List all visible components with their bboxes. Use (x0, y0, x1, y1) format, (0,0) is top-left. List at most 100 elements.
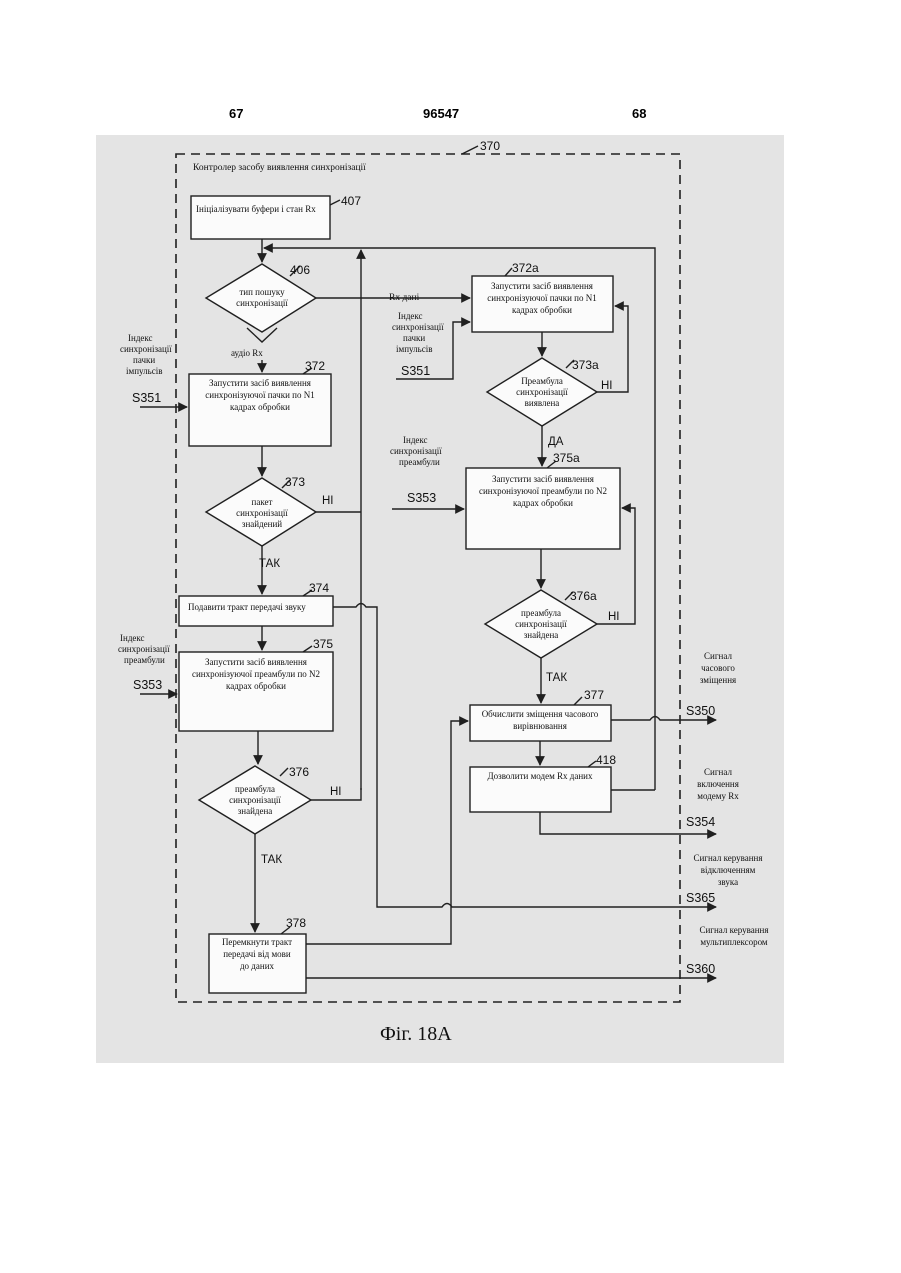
b374-text-1: Подавити тракт передачі звуку (188, 602, 306, 612)
b372a-text-2: синхронізуючої пачки по N1 (487, 293, 596, 303)
b377-text-2: вирівнювання (513, 721, 567, 731)
ref-407: 407 (341, 194, 361, 208)
leader-407 (330, 200, 340, 205)
d406-text-2: синхронізації (236, 298, 288, 308)
s351-left-label-1: Індекс (128, 333, 153, 343)
b372-text-2: синхронізуючої пачки по N1 (205, 390, 314, 400)
b378-text-1: Перемкнути тракт (222, 937, 292, 947)
s350-label-2: часового (701, 663, 735, 673)
signal-s351-left: S351 (132, 391, 161, 405)
label-audio-rx: аудіо Rx (231, 348, 263, 358)
s351-left-label-2: синхронізації (120, 344, 172, 354)
leader-376 (280, 768, 288, 776)
label-376-no: НІ (330, 786, 342, 798)
s360-label-1: Сигнал керування (699, 925, 768, 935)
d376-text-3: знайдена (238, 806, 273, 816)
s353-right-label-1: Індекс (403, 435, 428, 445)
label-376a-yes: ТАК (546, 672, 567, 684)
ref-372: 372 (305, 359, 325, 373)
box-init-buffers-text-1: Ініціалізувати буфери і стан Rx (196, 204, 316, 214)
s354-label-2: включення (697, 779, 739, 789)
d373-text-1: пакет (252, 497, 273, 507)
ref-418: 418 (596, 753, 616, 767)
b375-text-3: кадрах обробки (226, 681, 286, 691)
ref-373a: 373а (572, 358, 599, 372)
s360-label-2: мультиплексором (700, 937, 768, 947)
d373a-text-3: виявлена (525, 398, 560, 408)
container-title: Контролер засобу виявлення синхронізації (193, 162, 366, 173)
leader-377 (574, 697, 582, 705)
leader-418 (588, 761, 596, 767)
ref-375: 375 (313, 637, 333, 651)
signal-s365: S365 (686, 891, 715, 905)
s350-label-1: Сигнал (704, 651, 732, 661)
b377-text-1: Обчислити зміщення часового (482, 709, 599, 719)
ref-372a: 372а (512, 261, 539, 275)
b375-text-2: синхронізуючої преамбули по N2 (192, 669, 320, 679)
box-init-buffers (191, 196, 330, 239)
b372-text-3: кадрах обробки (230, 402, 290, 412)
s351-right-label-1: Індекс (398, 311, 423, 321)
d373-text-3: знайдений (242, 519, 282, 529)
d406-text-1: тип пошуку (239, 287, 285, 297)
ref-375a: 375а (553, 451, 580, 465)
s365-label-2: відключенням (701, 865, 756, 875)
ref-406: 406 (290, 263, 310, 277)
label-373a-yes: ДА (548, 436, 564, 448)
label-373-yes: ТАК (259, 558, 280, 570)
s365-label-1: Сигнал керування (693, 853, 762, 863)
b418-text-1: Дозволити модем Rx даних (488, 771, 593, 781)
signal-s354: S354 (686, 815, 715, 829)
b372-text-1: Запустити засіб виявлення (209, 378, 311, 388)
ref-376: 376 (289, 765, 309, 779)
s350-label-3: зміщення (700, 675, 736, 685)
ref-378: 378 (286, 916, 306, 930)
b375a-text-3: кадрах обробки (513, 498, 573, 508)
s353-left-label-3: преамбули (124, 655, 165, 665)
signal-s351-right: S351 (401, 364, 430, 378)
label-rx-data: Rx дані (389, 293, 420, 303)
s354-label-1: Сигнал (704, 767, 732, 777)
ref-374: 374 (309, 581, 329, 595)
s353-left-label-2: синхронізації (118, 644, 170, 654)
ref-377: 377 (584, 688, 604, 702)
d376a-text-1: преамбула (521, 608, 561, 618)
signal-s353-right: S353 (407, 491, 436, 505)
b378-text-2: передачі від мови (223, 949, 291, 959)
figure-caption: Фіг. 18А (380, 1023, 452, 1045)
leader-370 (462, 146, 478, 154)
signal-s353-left: S353 (133, 678, 162, 692)
leader-372a (505, 268, 512, 276)
s351-right-label-3: пачки (403, 333, 425, 343)
s351-right-label-2: синхронізації (392, 322, 444, 332)
s351-left-label-4: імпульсів (126, 366, 162, 376)
ref-370: 370 (480, 139, 500, 153)
label-373a-no: НІ (601, 380, 613, 392)
b375a-text-1: Запустити засіб виявлення (492, 474, 594, 484)
d376a-text-2: синхронізації (515, 619, 567, 629)
b372a-text-3: кадрах обробки (512, 305, 572, 315)
s353-left-label-1: Індекс (120, 633, 145, 643)
s353-right-label-2: синхронізації (390, 446, 442, 456)
label-376a-no: НІ (608, 611, 620, 623)
s354-label-3: модему Rx (697, 791, 739, 801)
d376a-text-3: знайдена (524, 630, 559, 640)
ref-376a: 376а (570, 589, 597, 603)
b375-text-1: Запустити засіб виявлення (205, 657, 307, 667)
ref-373: 373 (285, 475, 305, 489)
b378-text-3: до даних (240, 961, 275, 971)
s353-right-label-3: преамбули (399, 457, 440, 467)
b375a-text-2: синхронізуючої преамбули по N2 (479, 486, 607, 496)
label-373-no: НІ (322, 495, 334, 507)
leader-375 (303, 646, 312, 652)
signal-s360: S360 (686, 962, 715, 976)
d373a-text-1: Преамбула (521, 376, 563, 386)
d376-text-1: преамбула (235, 784, 275, 794)
d376-text-2: синхронізації (229, 795, 281, 805)
s365-label-3: звука (718, 877, 738, 887)
d373-text-2: синхронізації (236, 508, 288, 518)
b372a-text-1: Запустити засіб виявлення (491, 281, 593, 291)
s351-right-label-4: імпульсів (396, 344, 432, 354)
s351-left-label-3: пачки (133, 355, 155, 365)
